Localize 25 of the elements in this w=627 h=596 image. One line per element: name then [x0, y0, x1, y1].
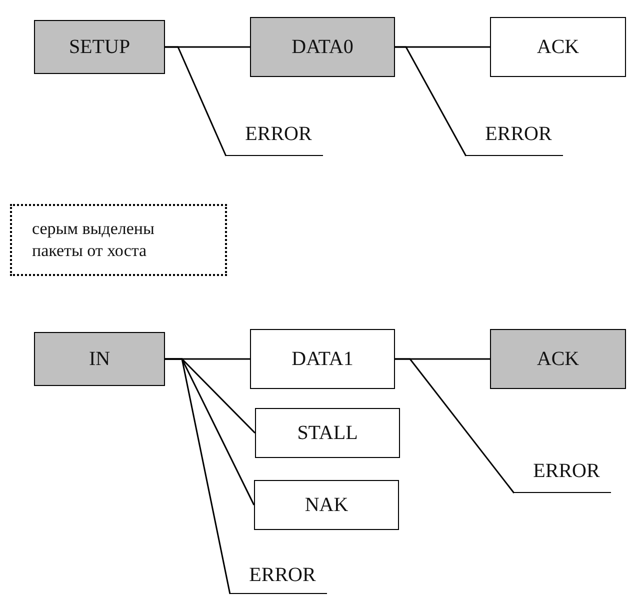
- connector-line: [165, 358, 231, 594]
- packet-box: [490, 329, 626, 389]
- underlined-label: ERROR: [514, 459, 611, 493]
- packet-label: ACK: [536, 348, 580, 370]
- underlined-label: ERROR: [230, 563, 327, 594]
- packet-label: IN: [88, 348, 110, 370]
- packet-box: [250, 329, 395, 389]
- connector-line: [165, 46, 227, 156]
- packet-label: SETUP: [68, 36, 130, 58]
- connector-line: [395, 358, 515, 494]
- packet-label: ACK: [536, 36, 580, 58]
- packet-label: NAK: [304, 494, 348, 516]
- packet-box: [255, 408, 400, 458]
- packet-box: [34, 332, 165, 386]
- connector-line: [395, 46, 467, 156]
- packet-box: [250, 17, 395, 77]
- underlined-label: ERROR: [466, 122, 563, 156]
- underlined-label: ERROR: [226, 122, 323, 156]
- packet-box: [490, 17, 626, 77]
- packet-label: DATA0: [292, 36, 354, 58]
- packet-label: DATA1: [292, 348, 354, 370]
- packet-label: STALL: [297, 422, 358, 444]
- packet-box: [34, 20, 165, 74]
- note-box: серым выделены пакеты от хоста: [10, 204, 227, 276]
- packet-box: [254, 480, 399, 530]
